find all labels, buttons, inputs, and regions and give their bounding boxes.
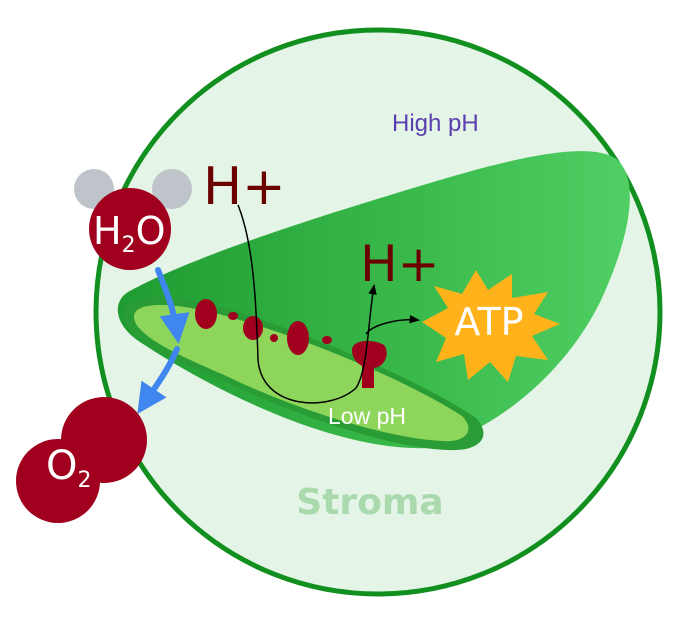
atp-label: ATP (454, 300, 523, 344)
atp-burst: ATP (422, 270, 560, 382)
proton-label-right: H+ (360, 235, 440, 293)
h2o-label: H2O (93, 209, 166, 258)
oxygen-atom (89, 188, 171, 270)
process-arrow-2 (137, 346, 180, 414)
oxygen-molecule: O2 (16, 397, 147, 523)
o2-atom-front (16, 439, 100, 523)
high-ph-label: High pH (392, 110, 479, 137)
water-molecule: H2O (74, 169, 192, 270)
complex-dot-3 (322, 336, 332, 344)
thylakoid-lumen (133, 305, 469, 442)
proton-path (237, 204, 377, 404)
atp-synthase (352, 340, 387, 388)
complex-dot-1 (228, 312, 238, 320)
complex-3 (287, 321, 309, 355)
low-ph-label: Low pH (328, 403, 406, 429)
o2-label: O2 (46, 443, 91, 493)
complex-2 (243, 316, 263, 340)
complex-1 (195, 299, 217, 329)
process-arrow-1 (155, 267, 190, 344)
hydrogen-atom-right (152, 169, 192, 209)
transport-complexes (195, 299, 332, 355)
atp-arrow (365, 314, 421, 335)
proton-label-top: H+ (203, 157, 286, 217)
stroma-label: Stroma (296, 482, 443, 523)
complex-dot-2 (270, 334, 278, 342)
